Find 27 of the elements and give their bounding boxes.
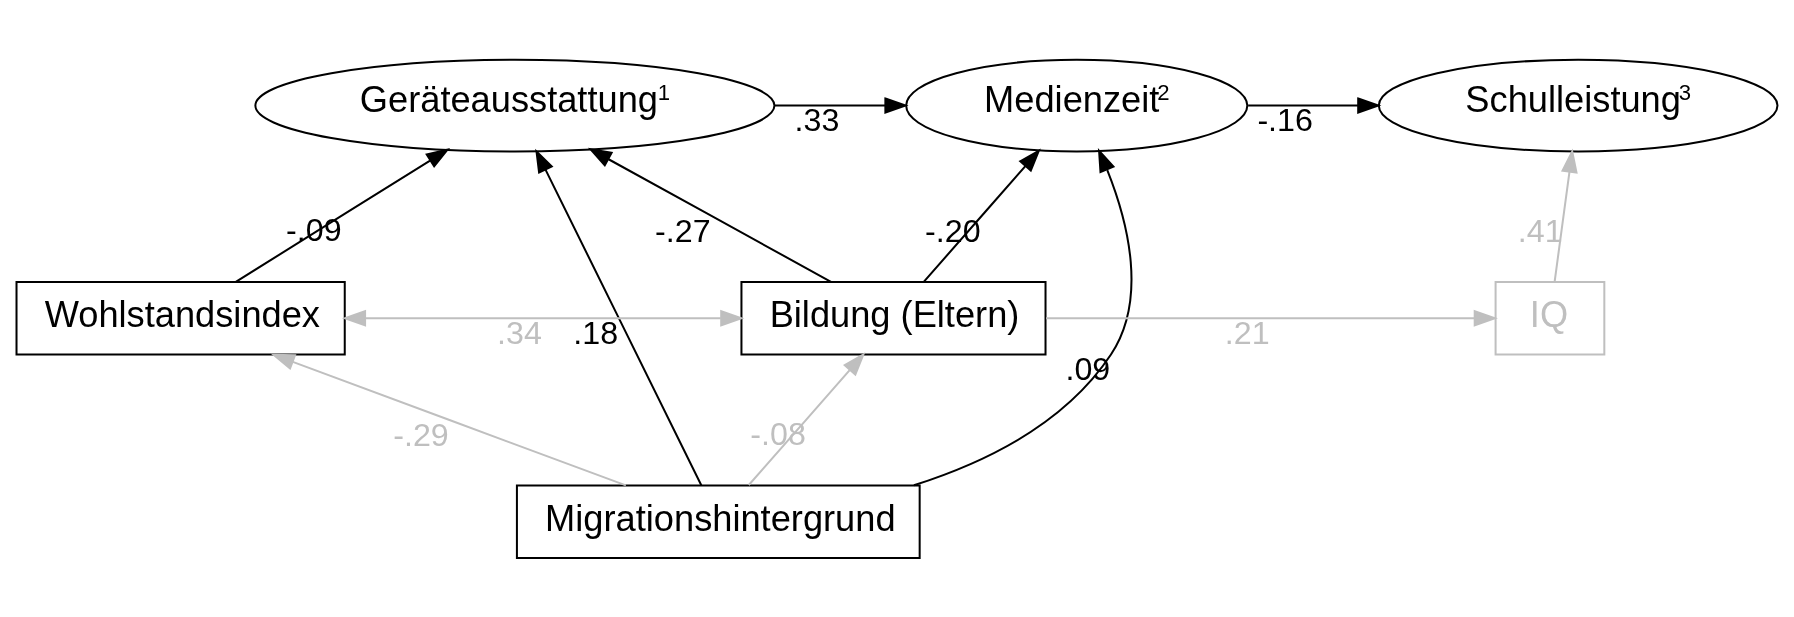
edge-label: .21	[1224, 314, 1270, 351]
node-box: Bildung (Eltern)	[740, 280, 1047, 356]
arrow	[1553, 148, 1578, 282]
edge-label: .41	[1517, 212, 1563, 249]
node-ellipse: Medienzeit$^{2}$	[905, 58, 1249, 152]
node-box: IQ	[1494, 280, 1606, 356]
arrow	[587, 147, 832, 283]
arrow	[235, 147, 451, 283]
arrow	[913, 147, 1133, 486]
edge-label: -.29	[393, 416, 449, 453]
node-box: Wohlstandsindex	[15, 280, 346, 356]
arrow	[341, 309, 745, 327]
edge-label: .34	[497, 314, 542, 351]
edge-label: -.27	[655, 212, 711, 249]
node-ellipse: Geräteausstattung$^{1}$	[254, 58, 776, 152]
arrow	[1248, 96, 1382, 114]
node-ellipse: Schulleistung$^{3}$	[1377, 58, 1779, 152]
arrow	[748, 351, 866, 486]
arrow	[535, 148, 703, 486]
arrow	[923, 148, 1041, 282]
arrow	[774, 96, 909, 114]
arrow	[270, 353, 627, 486]
arrow	[1046, 309, 1498, 327]
edge-label: .33	[794, 101, 840, 138]
edge-label: .18	[573, 314, 619, 351]
edge-label: -.16	[1257, 101, 1313, 138]
node-box: Migrationshintergrund	[515, 483, 921, 559]
